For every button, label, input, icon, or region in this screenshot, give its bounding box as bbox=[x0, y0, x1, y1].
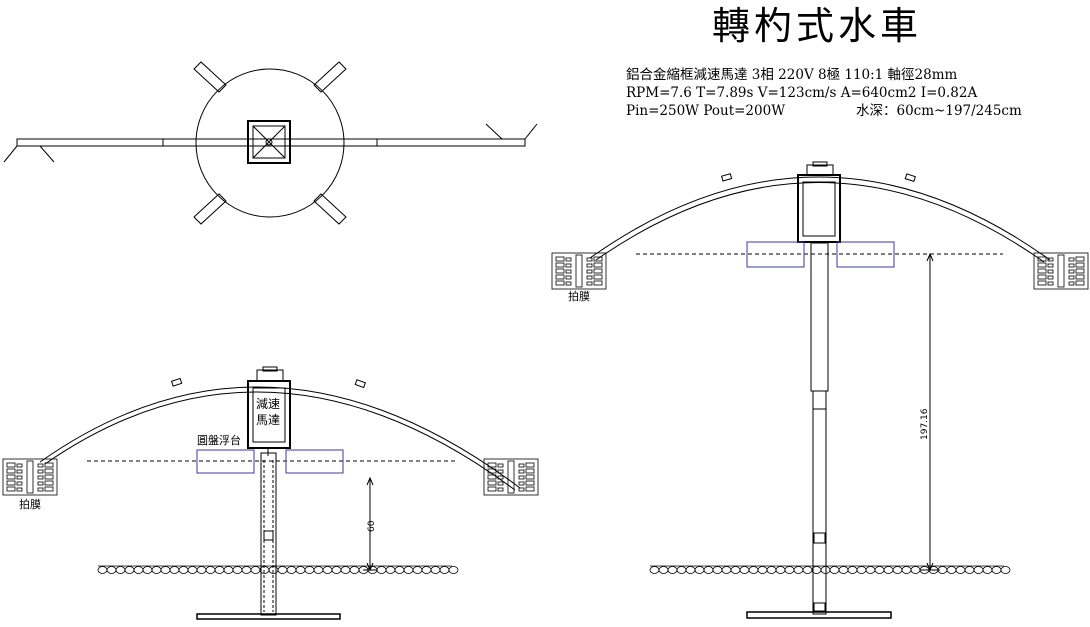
float-right-a bbox=[746, 241, 805, 268]
spec-power-text: Pin=250W Pout=200W bbox=[626, 103, 786, 119]
top-view bbox=[3, 61, 538, 225]
paddle-left-a bbox=[2, 458, 58, 496]
spec-performance-text: RPM=7.6 T=7.89s V=123cm/s A=640cm2 I=0.8… bbox=[626, 85, 978, 101]
spec-line-motor: 鋁合金縮框減速馬達 3相 220V 8極 110:1 軸徑28mm bbox=[626, 66, 1046, 84]
paddle-left-b bbox=[483, 458, 539, 496]
depth-label-left: 60 bbox=[367, 520, 377, 532]
drawing-title: 轉杓式水車 bbox=[712, 4, 923, 48]
spec-motor-text: 鋁合金縮框減速馬達 3相 220V 8極 110:1 軸徑28mm bbox=[626, 67, 958, 83]
support-arms bbox=[193, 61, 347, 225]
base-right bbox=[746, 611, 892, 619]
paddle-top-right bbox=[485, 123, 538, 140]
float-left-a bbox=[196, 449, 255, 474]
arc-arm-right bbox=[589, 176, 1051, 261]
float-left-b bbox=[285, 449, 344, 474]
shaft-right-upper bbox=[810, 242, 829, 392]
paddle-label-left: 拍膜 bbox=[19, 497, 41, 511]
float-disc-top bbox=[195, 68, 345, 218]
motor-box-right bbox=[797, 174, 841, 243]
motor-label-line2: 馬達 bbox=[256, 413, 280, 427]
spec-line-power: Pin=250W Pout=200W 水深：60cm~197/245cm bbox=[626, 102, 1046, 120]
base-left bbox=[196, 613, 341, 620]
gearbox-top bbox=[247, 120, 291, 164]
beam-top bbox=[16, 138, 526, 147]
motor-label-line1: 減速 bbox=[256, 396, 280, 411]
paddle-right-a bbox=[551, 252, 607, 290]
side-view-right bbox=[589, 161, 1051, 619]
float-label: 圓盤浮台 bbox=[197, 433, 241, 447]
paddle-top-left bbox=[3, 145, 55, 163]
depth-label-right: 197.16 bbox=[920, 408, 930, 440]
ground-strip-right bbox=[649, 565, 1011, 574]
float-right-b bbox=[836, 241, 895, 268]
shaft-left bbox=[260, 452, 277, 616]
side-view-left bbox=[39, 366, 521, 620]
shaft-right-lower bbox=[812, 408, 827, 615]
spec-block: 鋁合金縮框減速馬達 3相 220V 8極 110:1 軸徑28mm RPM=7.… bbox=[626, 66, 1046, 120]
ground-strip-left bbox=[97, 565, 459, 574]
paddle-right-b bbox=[1033, 252, 1089, 290]
spec-depth-text: 水深：60cm~197/245cm bbox=[856, 103, 1022, 119]
spec-line-performance: RPM=7.6 T=7.89s V=123cm/s A=640cm2 I=0.8… bbox=[626, 84, 1046, 102]
paddle-label-right-view: 拍膜 bbox=[568, 289, 590, 303]
